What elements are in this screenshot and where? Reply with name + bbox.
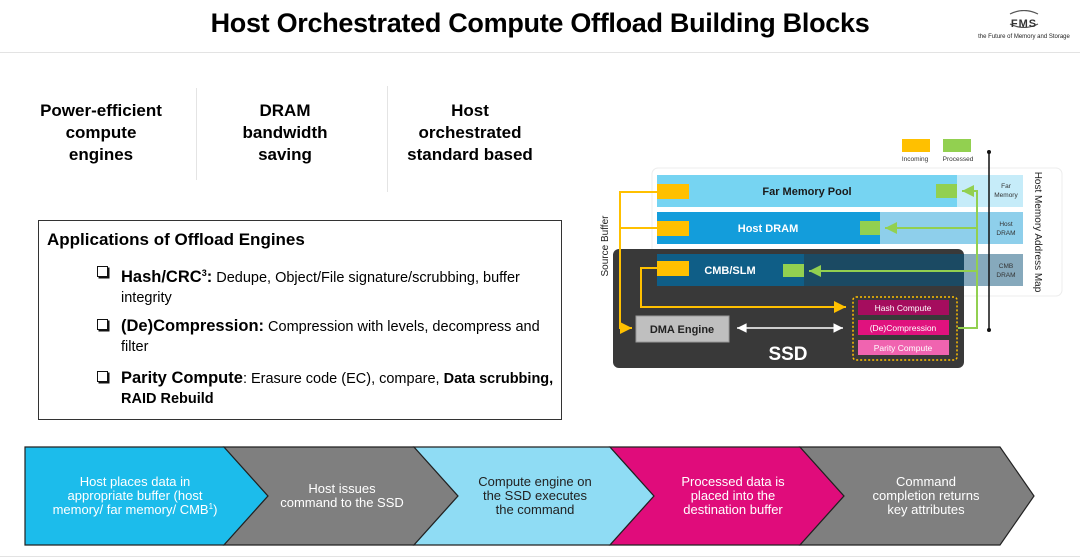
flow-step-4-text: Processed data is (681, 474, 785, 489)
pillar-divider (196, 88, 197, 180)
dma-engine-block (635, 315, 730, 343)
cmb-map-label: CMB (999, 263, 1013, 270)
pillar-line: saving (258, 145, 312, 164)
incoming-buffer-host-dram (657, 221, 689, 236)
process-flow: Host places data in appropriate buffer (… (24, 446, 1035, 546)
compute-engines-group (852, 296, 958, 361)
pillar-dram-bandwidth: DRAM bandwidth saving (220, 100, 350, 166)
checkbox-bullet-icon (97, 266, 108, 277)
flow-step-5-text: key attributes (887, 502, 965, 517)
decompression-block (858, 320, 949, 335)
logo-tagline: the Future of Memory and Storage (978, 34, 1070, 40)
flow-step-1-text: Host places data in (80, 474, 191, 489)
flow-step-4-text: destination buffer (683, 502, 783, 517)
host-dram-bar (657, 212, 880, 244)
far-memory-map-label: Far (1001, 183, 1012, 190)
application-item-decompression: (De)Compression: Compression with levels… (97, 316, 561, 357)
page-title: Host Orchestrated Compute Offload Buildi… (210, 8, 870, 38)
ssd-label: SSD (768, 344, 807, 365)
hash-compute-label: Hash Compute (875, 303, 932, 313)
pillar-line: standard based (407, 145, 533, 164)
checkbox-bullet-icon (97, 371, 108, 382)
application-item-parity: Parity Compute: Erasure code (EC), compa… (97, 368, 561, 409)
flow-step-3-text: the command (496, 502, 575, 517)
checkbox-bullet-icon (97, 319, 108, 330)
legend-incoming-swatch (902, 139, 930, 152)
item-description: : Erasure code (EC), compare, (242, 371, 444, 387)
item-name: (De)Compression: (121, 317, 265, 335)
applications-panel: Applications of Offload Engines Hash/CRC… (38, 220, 562, 420)
incoming-buffer-far-memory (657, 184, 689, 199)
flow-step-3-text: the SSD executes (483, 488, 588, 503)
processed-arrow-far-memory (958, 185, 978, 329)
parity-compute-block (858, 340, 949, 355)
flow-step-5-text: Command (896, 474, 956, 489)
item-description: Dedupe, Object/File signature/scrubbing,… (121, 269, 520, 306)
processed-buffer-cmb (783, 264, 804, 277)
processed-buffer-far-memory (936, 184, 957, 198)
pillar-power-efficient: Power-efficient compute engines (30, 100, 172, 166)
item-bold-tail: Data scrubbing, RAID Rebuild (121, 371, 554, 407)
source-buffer-arrow-to-compute (640, 267, 846, 313)
pillar-line: Host (451, 101, 489, 120)
source-buffer-arrow-to-dma (619, 191, 657, 334)
pillar-host-orchestrated: Host orchestrated standard based (395, 100, 545, 166)
address-map-label: Host Memory Address Map (1032, 172, 1043, 293)
far-memory-pool-bar (657, 175, 957, 207)
flow-step-1-text: memory/ far memory/ CMB1) (53, 502, 218, 517)
pillar-line: Power-efficient (40, 101, 162, 120)
flow-step-2-text: Host issues (308, 481, 376, 496)
hash-compute-block (858, 300, 949, 315)
flow-step-4-text: placed into the (691, 488, 776, 503)
flow-step-3-text: Compute engine on (478, 474, 591, 489)
pillar-line: bandwidth (242, 123, 328, 142)
item-name: Hash/CRC (121, 267, 202, 286)
processed-buffer-host-dram (860, 221, 880, 235)
cmb-slm-label: CMB/SLM (704, 265, 755, 277)
header-divider (0, 52, 1080, 53)
axis-end-dot (987, 328, 991, 332)
host-dram-map-label: DRAM (996, 230, 1015, 237)
host-dram-label: Host DRAM (738, 223, 799, 235)
footnote-marker: 3 (201, 268, 207, 278)
pillar-line: orchestrated (418, 123, 522, 142)
legend-processed-swatch (943, 139, 971, 152)
decompression-label: (De)Compression (870, 323, 937, 333)
legend-incoming-label: Incoming (902, 156, 929, 163)
flow-step-2-text: command to the SSD (280, 495, 404, 510)
flow-step-1-text: appropriate buffer (host (68, 488, 203, 503)
application-item-hash: Hash/CRC3: Dedupe, Object/File signature… (97, 263, 561, 308)
source-buffer-label: Source Buffer (600, 215, 611, 277)
pillar-line: compute (65, 123, 137, 142)
flow-step-5-text: completion returns (873, 488, 980, 503)
applications-title: Applications of Offload Engines (47, 230, 305, 249)
pillar-line: DRAM (259, 101, 311, 120)
cmb-map-label: DRAM (996, 272, 1015, 279)
incoming-buffer-cmb (657, 261, 689, 276)
pillar-divider (387, 86, 388, 192)
far-memory-map-label: Memory (994, 192, 1018, 199)
axis-end-dot (987, 150, 991, 154)
legend-processed-label: Processed (943, 156, 974, 163)
dma-engine-label: DMA Engine (650, 324, 714, 336)
logo-mark: FMS (1010, 18, 1038, 30)
host-dram-map-label: Host (999, 221, 1013, 228)
parity-compute-label: Parity Compute (874, 343, 933, 353)
fms-logo: FMS the Future of Memory and Storage (972, 9, 1076, 44)
footer-divider (0, 556, 1080, 557)
fms-logo-icon (1009, 9, 1039, 29)
item-name: Parity Compute (121, 369, 243, 387)
item-description: Compression with levels, decompress and … (121, 319, 540, 355)
item-colon: : (206, 267, 213, 286)
far-memory-pool-label: Far Memory Pool (762, 186, 851, 198)
flow-step-5 (798, 446, 1035, 546)
pillar-line: engines (68, 145, 134, 164)
